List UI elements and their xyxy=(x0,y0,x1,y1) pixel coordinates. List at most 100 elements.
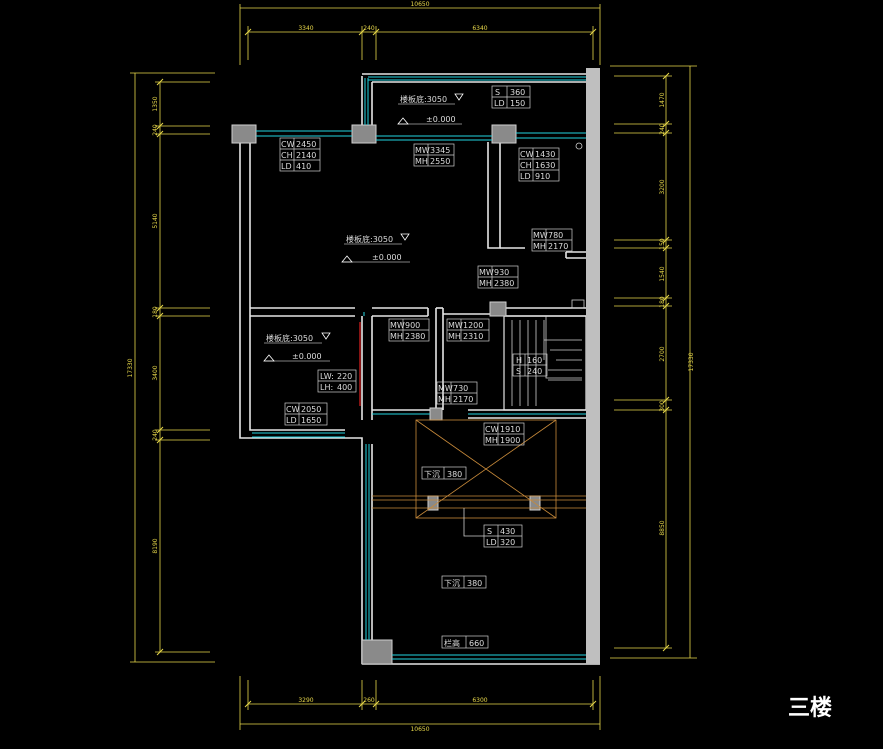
tag-text: MH xyxy=(438,395,451,404)
right-wall xyxy=(586,68,600,664)
tag-text: CW xyxy=(485,425,499,434)
tag-text: CW xyxy=(286,405,300,414)
floor-title: 三楼 xyxy=(788,696,833,721)
tag-text: 730 xyxy=(453,384,468,393)
dim-right-s7: 2700 xyxy=(659,346,666,361)
dimension-text: 10650 3340 240 6340 10650 3290 260 6300 … xyxy=(127,1,695,733)
dim-left-s1: 1350 xyxy=(152,96,159,111)
dim-top-total: 10650 xyxy=(410,1,429,8)
tag-text: 380 xyxy=(447,470,462,479)
tag-text: MH xyxy=(485,436,498,445)
tag-text: 360 xyxy=(510,88,525,97)
dim-right-s2: 240 xyxy=(659,123,666,135)
dim-left-s6: 240 xyxy=(152,429,159,441)
dim-left-s7: 8190 xyxy=(152,538,159,553)
tag-text: CW xyxy=(281,140,295,149)
dim-right-s3: 3200 xyxy=(659,179,666,194)
tag-text: 2380 xyxy=(494,279,514,288)
columns xyxy=(231,124,541,665)
tag-text: 栏高 xyxy=(444,638,460,648)
dim-right-s4: 150 xyxy=(659,238,666,250)
tag-text: S xyxy=(487,527,492,536)
fixtures xyxy=(571,142,585,309)
tag-text: 2550 xyxy=(430,157,450,166)
tag-text: S 360 LD 150 CW 2450 CH 2140 LD 410 MW 3… xyxy=(281,88,568,648)
tag-text: 160 xyxy=(527,356,542,365)
tag-text: CH xyxy=(281,151,293,160)
tag-text: 2170 xyxy=(453,395,473,404)
tag-text: 下沉 xyxy=(444,579,460,588)
dim-left-s3: 5140 xyxy=(152,213,159,228)
slab-marker-icon xyxy=(321,332,331,340)
tag-text: LH: xyxy=(320,383,333,392)
level-label-top: ±0.000 xyxy=(426,115,456,124)
tag-text: 380 xyxy=(467,579,482,588)
tag-text: MW xyxy=(448,321,463,330)
tag-text: 1630 xyxy=(535,161,555,170)
dim-bottom-total: 10650 xyxy=(410,726,429,733)
tag-text: LD xyxy=(486,538,497,547)
tag-text: 2170 xyxy=(548,242,568,251)
dim-bottom-b: 260 xyxy=(363,697,375,704)
stairs xyxy=(511,316,582,406)
dim-bottom-c: 6300 xyxy=(472,697,487,704)
tag-text: S xyxy=(495,88,500,97)
tag-text: MW xyxy=(479,268,494,277)
dim-left-s5: 3400 xyxy=(152,365,159,380)
tag-text: 240 xyxy=(527,367,542,376)
slab-marker-icon xyxy=(400,233,410,241)
tag-text: MH xyxy=(533,242,546,251)
slab-label-living: 楼板底:3050 xyxy=(346,234,393,244)
dim-right-s8: 300 xyxy=(659,400,666,412)
tag-text: 1910 xyxy=(500,425,520,434)
dim-left-total: 17330 xyxy=(127,358,134,377)
walls xyxy=(239,73,600,665)
slab-label-small: 楼板底:3050 xyxy=(266,333,313,343)
dim-bottom-a: 3290 xyxy=(298,697,313,704)
level-label-living: ±0.000 xyxy=(372,253,402,262)
tag-text: MW xyxy=(390,321,405,330)
level-label-small: ±0.000 xyxy=(292,352,322,361)
tag-text: 2050 xyxy=(301,405,321,414)
tag-text: CW xyxy=(520,150,534,159)
tag-text: 910 xyxy=(535,172,550,181)
dim-right-total: 17330 xyxy=(688,352,695,371)
tag-text: 2310 xyxy=(463,332,483,341)
tag-text: 2140 xyxy=(296,151,316,160)
tag-text: 150 xyxy=(510,99,525,108)
tag-text: 1650 xyxy=(301,416,321,425)
tag-text: 2450 xyxy=(296,140,316,149)
tag-text: LD xyxy=(286,416,297,425)
dim-left-s2: 240 xyxy=(152,124,159,136)
tag-text: H xyxy=(516,356,522,365)
tag-text: 220 xyxy=(337,372,352,381)
dim-left-s4: 180 xyxy=(152,306,159,318)
tag-text: MH xyxy=(479,279,492,288)
tag-text: LD xyxy=(281,162,292,171)
tag-text: 660 xyxy=(469,639,484,648)
tag-text: S xyxy=(516,367,521,376)
tag-text: MW xyxy=(438,384,453,393)
tag-text: 1430 xyxy=(535,150,555,159)
tag-text: 780 xyxy=(548,231,563,240)
slab-label-top: 楼板底:3050 xyxy=(400,94,447,104)
tag-text: 410 xyxy=(296,162,311,171)
tag-text: MW xyxy=(533,231,548,240)
slab-marker-icon xyxy=(454,93,464,101)
tag-text: 320 xyxy=(500,538,515,547)
dim-right-s5: 1540 xyxy=(659,266,666,281)
sink-area-lines xyxy=(372,419,586,519)
dim-right-s9: 8850 xyxy=(659,520,666,535)
tag-text: CH xyxy=(520,161,532,170)
dimension-lines xyxy=(130,4,697,730)
tag-text: 2380 xyxy=(405,332,425,341)
tag-text: 3345 xyxy=(430,146,450,155)
tag-text: LD xyxy=(494,99,505,108)
tag-text: 1200 xyxy=(463,321,483,330)
dim-top-b: 240 xyxy=(363,25,375,32)
labels: 楼板底:3050 ±0.000 楼板底:3050 ±0.000 楼板底:3050… xyxy=(263,93,464,362)
windows xyxy=(252,76,586,660)
tag-text: MH xyxy=(415,157,428,166)
tag-text: 900 xyxy=(405,321,420,330)
